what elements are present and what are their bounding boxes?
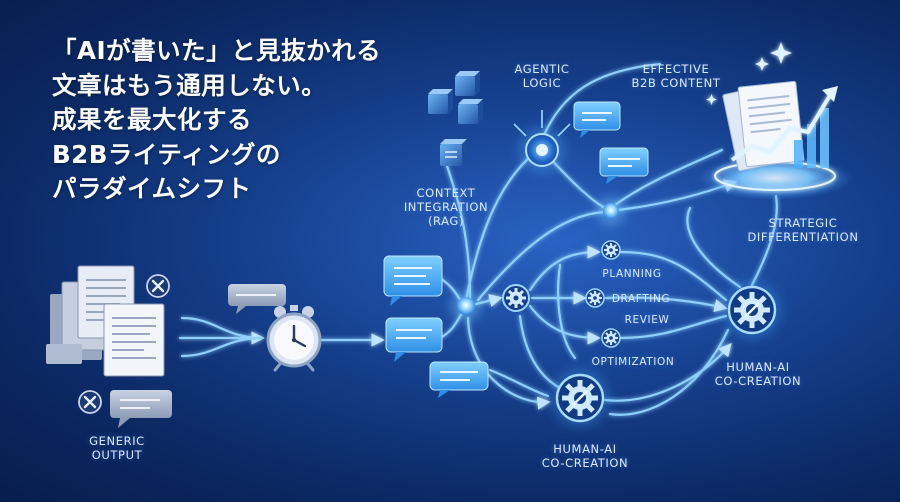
chat-bubble-icon <box>573 101 621 138</box>
gear-icon <box>502 284 530 312</box>
context-data-cubes <box>428 71 483 166</box>
line-gear-to-planning <box>528 245 601 292</box>
line-node-to-bottom <box>466 316 551 410</box>
label-context-integration: CONTEXT INTEGRATION (RAG) <box>403 186 489 228</box>
flow-lines <box>178 62 778 416</box>
gear-icon <box>601 328 621 348</box>
line-node-to-node2 <box>476 210 606 302</box>
label-drafting: DRAFTING <box>611 293 671 305</box>
line-drafting-to-right <box>604 296 728 313</box>
line-right-to-bottom <box>608 328 730 416</box>
gear-icon <box>585 288 605 308</box>
line-docs-to-clock <box>180 316 265 345</box>
label-agentic-logic: AGENTIC LOGIC <box>514 62 570 90</box>
label-human-ai-bottom: HUMAN-AI CO-CREATION <box>541 442 629 470</box>
x-circle-icon <box>78 390 102 414</box>
junction-node <box>603 203 619 219</box>
line-node-to-gear <box>474 294 503 307</box>
headline-line-4: B2Bライティングの <box>52 139 281 169</box>
effective-content-visual <box>697 42 853 200</box>
label-human-ai-right: HUMAN-AI CO-CREATION <box>714 360 802 388</box>
headline: 「AIが書いた」と見抜かれる 文章はもう通用しない。 成果を最大化する B2Bラ… <box>52 34 442 207</box>
glow-nodes <box>452 198 624 320</box>
label-review: REVIEW <box>624 314 670 326</box>
label-strategic-differentiation: STRATEGIC DIFFERENTIATION <box>747 216 859 244</box>
line-right-up-2 <box>686 206 742 289</box>
chat-bubble-icon <box>228 284 286 314</box>
label-planning: PLANNING <box>602 268 662 280</box>
headline-line-3: 成果を最大化する <box>52 105 252 134</box>
chat-bubble-icon <box>385 317 443 362</box>
agentic-logic-hub <box>513 110 571 172</box>
headline-line-1: 「AIが書いた」と見抜かれる <box>52 36 382 65</box>
chat-bubble-icon <box>429 361 489 398</box>
x-circle-icon <box>146 274 170 298</box>
line-node2-to-platform-b <box>613 148 724 207</box>
line-bubble-c-to-bottom <box>488 368 550 398</box>
alarm-clock-icon <box>266 305 322 372</box>
line-hub-to-top <box>538 62 662 147</box>
sparkle-icon <box>706 42 792 105</box>
line-node-to-hub-2 <box>443 158 472 300</box>
label-optimization: OPTIMIZATION <box>591 356 675 368</box>
headline-line-2: 文章はもう通用しない。 <box>52 70 327 100</box>
chat-bubble-icon <box>599 147 649 184</box>
rising-chart-icon <box>730 86 838 168</box>
line-docs-to-clock-3 <box>180 336 264 358</box>
central-node <box>457 297 475 315</box>
chat-bubble-group <box>383 255 489 398</box>
line-step-arc <box>557 263 577 360</box>
generic-output-cluster <box>46 265 286 428</box>
human-ai-gear-icon <box>552 370 608 426</box>
line-gear-to-review <box>528 304 601 345</box>
label-generic-output: GENERIC OUTPUT <box>89 434 145 462</box>
label-effective-content: EFFECTIVE B2B CONTENT <box>631 62 721 90</box>
line-bottom-to-right <box>603 342 732 402</box>
document-stack-icon <box>46 265 165 377</box>
line-right-to-platform <box>750 194 778 287</box>
headline-line-5: パラダイムシフト <box>52 174 252 203</box>
chat-bubble-icon <box>110 390 172 428</box>
line-planning-to-right <box>618 250 728 302</box>
human-ai-gear-icon <box>724 282 780 338</box>
line-review-to-right <box>618 314 728 340</box>
chat-bubble-icon <box>383 255 443 306</box>
gear-icon <box>601 240 621 260</box>
